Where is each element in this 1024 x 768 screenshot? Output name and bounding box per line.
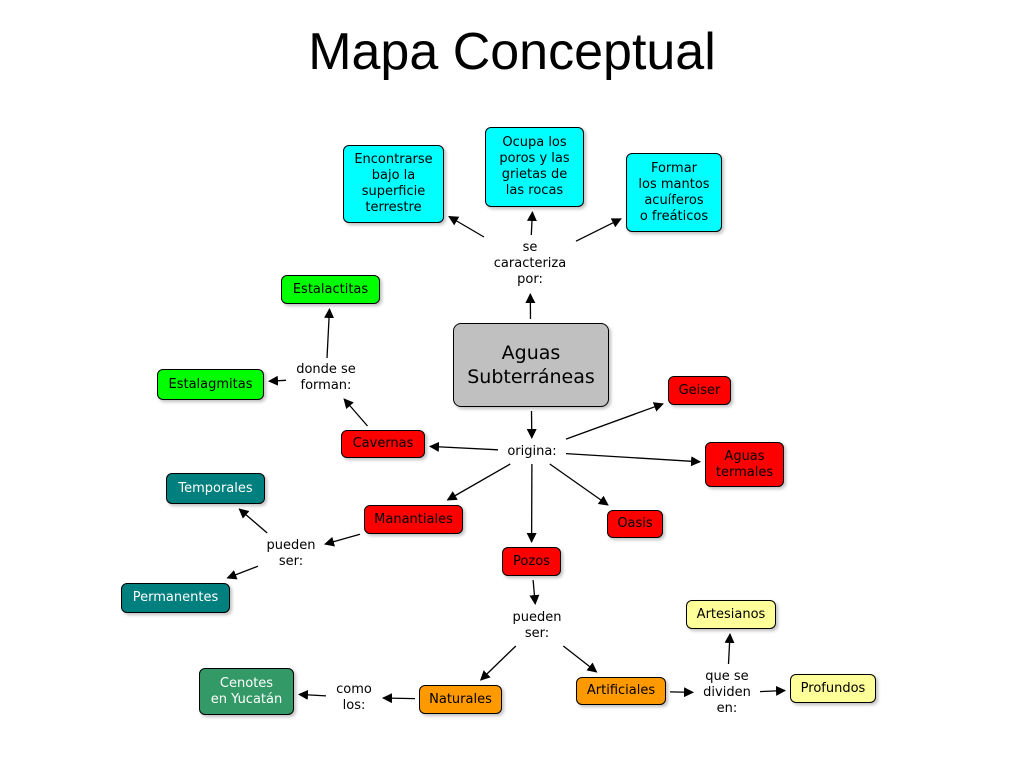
concept-encontrarse: Encontrarse bajo la superficie terrestre [343,145,444,223]
connector-origina-to-geiser [565,402,664,440]
connector-donde_se_forman-to-estalagmitas [268,375,287,386]
concept-profundos: Profundos [790,674,876,703]
concept-cavernas: Cavernas [341,430,425,458]
page-title: Mapa Conceptual [308,23,716,81]
concept-artesianos: Artesianos [686,600,776,629]
concept-geiser: Geiser [668,376,731,405]
connector-pueden_ser_manantiales-to-permanentes [226,565,259,580]
connector-pueden_ser_pozos-to-artificiales [562,645,598,673]
concept-manantiales: Manantiales [364,505,463,534]
connector-se_caracteriza-to-ocupa [526,211,537,236]
connector-origina-to-manantiales [446,463,511,501]
concept-temporales: Temporales [166,473,265,504]
concept-pozos: Pozos [502,547,561,576]
link-como-los: como los: [336,681,372,713]
concept-ocupa: Ocupa los poros y las grietas de las roc… [485,127,584,207]
concept-artificiales: Artificiales [576,677,666,705]
connector-origina-to-aguas_termales [565,452,701,467]
concept-formar: Formar los mantos acuíferos o freáticos [626,153,722,232]
concept-oasis: Oasis [607,510,663,538]
connector-cavernas-to-donde_se_forman [343,398,368,427]
link-donde-se-forman: donde se forman: [296,362,356,393]
concept-cenotes-en-yucatan: Cenotes en Yucatán [199,668,294,715]
concept-permanentes: Permanentes [121,583,230,613]
connector-pueden_ser_manantiales-to-temporales [238,508,268,534]
link-pueden-ser-manantiales: pueden ser: [266,537,316,569]
connector-se_caracteriza-to-formar [575,218,622,242]
connector-naturales-to-como_los [382,693,416,704]
connector-que_se_dividen-to-profundos [759,685,786,696]
concept-estalactitas: Estalactitas [281,275,380,304]
connector-se_caracteriza-to-encontrarse [448,215,485,238]
connector-artificiales-to-que_se_dividen [669,687,694,698]
link-que-se-dividen-en: que se dividen en: [703,669,751,716]
link-se-caracteriza-por: se caracteriza por: [493,240,567,287]
connector-pozos-to-pueden_ser_pozos [529,579,540,605]
link-origina: origina: [507,443,557,459]
connector-como_los-to-cenotes [298,689,327,700]
link-pueden-ser-pozos: pueden ser: [512,609,562,641]
connector-origina-to-cavernas [429,441,499,452]
connector-origina-to-oasis [549,463,609,506]
connector-pueden_ser_pozos-to-naturales [479,645,517,681]
concept-estalagmitas: Estalagmitas [157,369,264,400]
concept-aguas-termales: Aguas termales [705,442,784,487]
concept-naturales: Naturales [419,685,502,714]
connector-manantiales-to-pueden_ser_manantiales [324,533,361,547]
concept-aguas-subterraneas: Aguas Subterráneas [453,323,609,407]
connector-donde_se_forman-to-estalactitas [324,308,335,359]
connector-que_se_dividen-to-artesianos [724,633,735,665]
